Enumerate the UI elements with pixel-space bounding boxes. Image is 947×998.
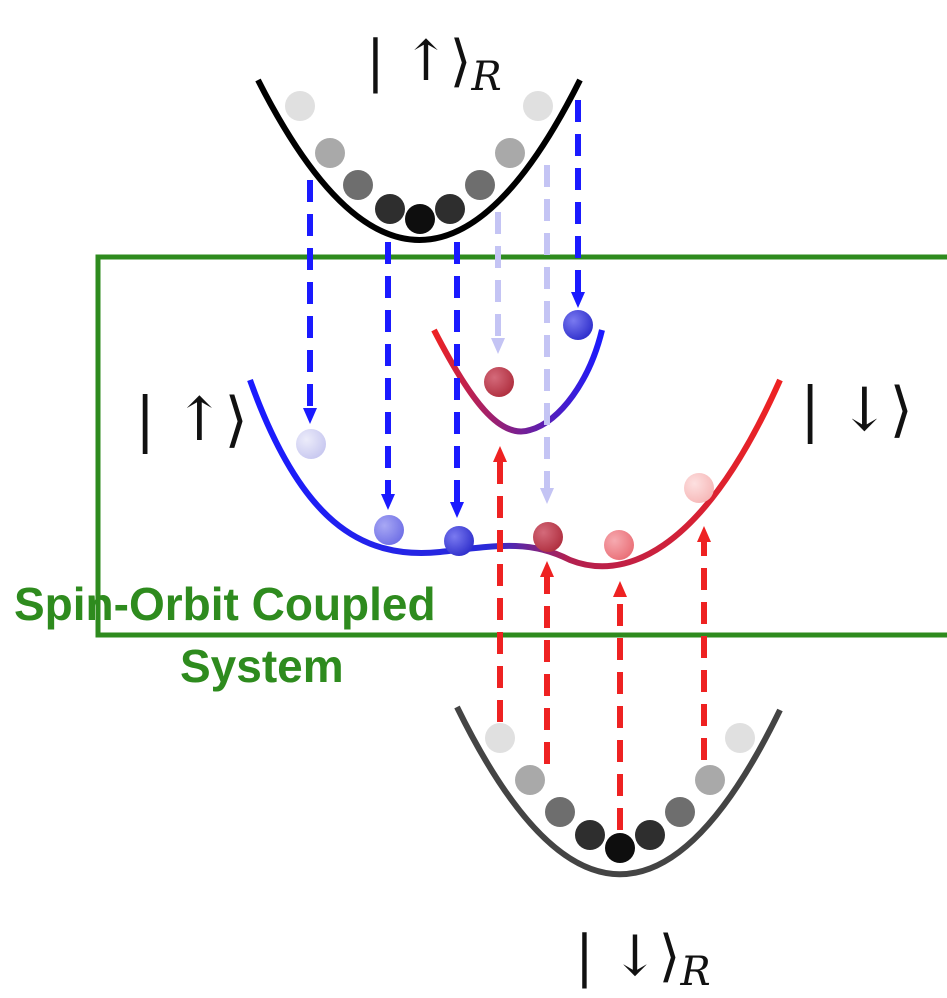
upper-band-curve — [431, 328, 605, 435]
band-particle-spin-down — [604, 530, 634, 560]
reservoir-particle — [605, 833, 635, 863]
reservoir-particle — [545, 797, 575, 827]
soc-system-box — [95, 254, 947, 638]
band-particle-spin-down — [684, 473, 714, 503]
reservoir-particle — [405, 204, 435, 234]
soc-band-particles — [296, 310, 714, 560]
upper-reservoir-well — [255, 78, 583, 243]
ket-down-label: | ↓⟩ — [800, 375, 913, 445]
ket-up-label: | ↑⟩ — [135, 385, 248, 455]
transfer-arrowhead — [697, 526, 711, 542]
transfer-arrowhead — [491, 338, 505, 354]
lower-reservoir-well — [454, 705, 783, 878]
reservoir-particle — [695, 765, 725, 795]
transfer-arrowhead — [613, 581, 627, 597]
band-particle-spin-down — [533, 522, 563, 552]
upper-reservoir-particles — [285, 91, 553, 234]
reservoir-particle — [315, 138, 345, 168]
reservoir-particle — [515, 765, 545, 795]
reservoir-particle — [465, 170, 495, 200]
reservoir-particle — [375, 194, 405, 224]
reservoir-particle — [343, 170, 373, 200]
reservoir-particle — [665, 797, 695, 827]
reservoir-particle — [285, 91, 315, 121]
band-particle-spin-down — [484, 367, 514, 397]
spin-up-transfer-arrows — [303, 100, 585, 518]
soc-caption-line1: Spin-Orbit Coupled — [14, 578, 436, 630]
transfer-arrowhead — [381, 494, 395, 510]
upper-reservoir — [255, 78, 583, 243]
reservoir-particle — [485, 723, 515, 753]
band-particle-spin-up — [563, 310, 593, 340]
band-particle-spin-up — [444, 526, 474, 556]
reservoir-particle — [725, 723, 755, 753]
band-particle-spin-up — [296, 429, 326, 459]
lower-reservoir-particles — [485, 723, 755, 863]
ket-down-reservoir-label: | ↓⟩R — [575, 924, 711, 995]
transfer-arrowhead — [303, 408, 317, 424]
reservoir-particle — [575, 820, 605, 850]
transfer-arrowhead — [540, 488, 554, 504]
reservoir-particle — [523, 91, 553, 121]
reservoir-particle — [435, 194, 465, 224]
spin-down-transfer-arrows — [493, 446, 711, 830]
ket-up-reservoir-label: | ↑⟩R — [366, 29, 502, 100]
transfer-arrowhead — [571, 292, 585, 308]
reservoir-particle — [635, 820, 665, 850]
transfer-arrowhead — [450, 502, 464, 518]
transfer-arrowhead — [540, 561, 554, 577]
band-particle-spin-up — [374, 515, 404, 545]
transfer-arrowhead — [493, 446, 507, 462]
lower-reservoir — [454, 705, 783, 878]
lower-band-curve — [247, 378, 783, 570]
soc-caption-line2: System — [180, 640, 344, 692]
reservoir-particle — [495, 138, 525, 168]
